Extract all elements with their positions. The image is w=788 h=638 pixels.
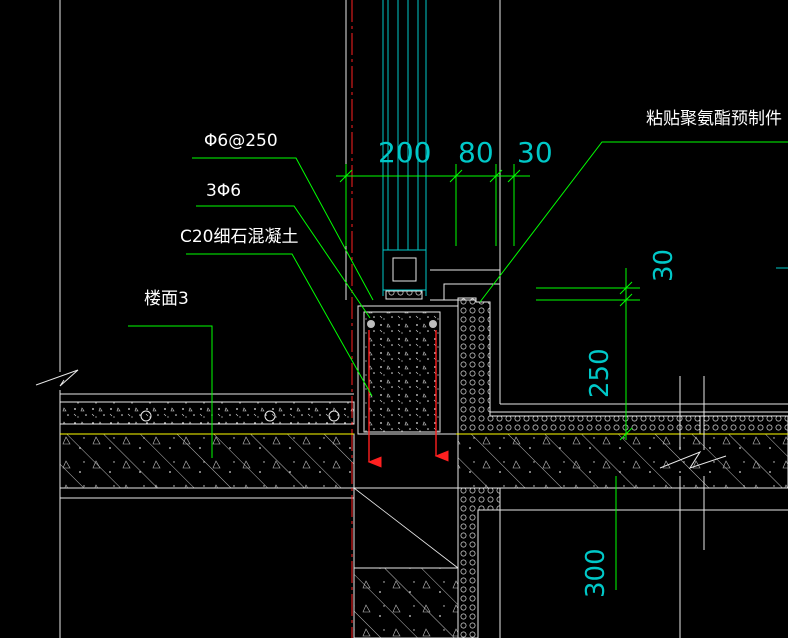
upstand-curb [357,305,459,435]
label-rebar-spacing: Φ6@250 [204,131,278,151]
right-slab [456,433,788,489]
right-dimension-chain [536,268,640,590]
label-rebar-count: 3Φ6 [206,181,241,201]
dim-80: 80 [458,136,494,169]
insulation-board [430,269,788,435]
left-wall [35,0,79,638]
dim-200: 200 [378,136,431,169]
dim-30-vertical: 30 [649,249,679,282]
top-dimension-chain [336,164,530,246]
lower-beam [60,487,788,638]
dim-30-horizontal: 30 [517,136,553,169]
dim-250: 250 [585,348,615,398]
window-frame-section [382,0,427,300]
floor-finish-layer [59,393,355,425]
rebar-anchor-arrows [367,330,449,468]
floor-slab-left [59,433,355,489]
break-line-right [659,376,727,638]
leader-lines [128,141,788,458]
label-adhesive: 粘贴聚氨酯预制件 [646,109,782,129]
label-floor: 楼面3 [144,289,189,309]
dim-300: 300 [581,548,611,598]
label-concrete: C20细石混凝土 [180,227,299,247]
